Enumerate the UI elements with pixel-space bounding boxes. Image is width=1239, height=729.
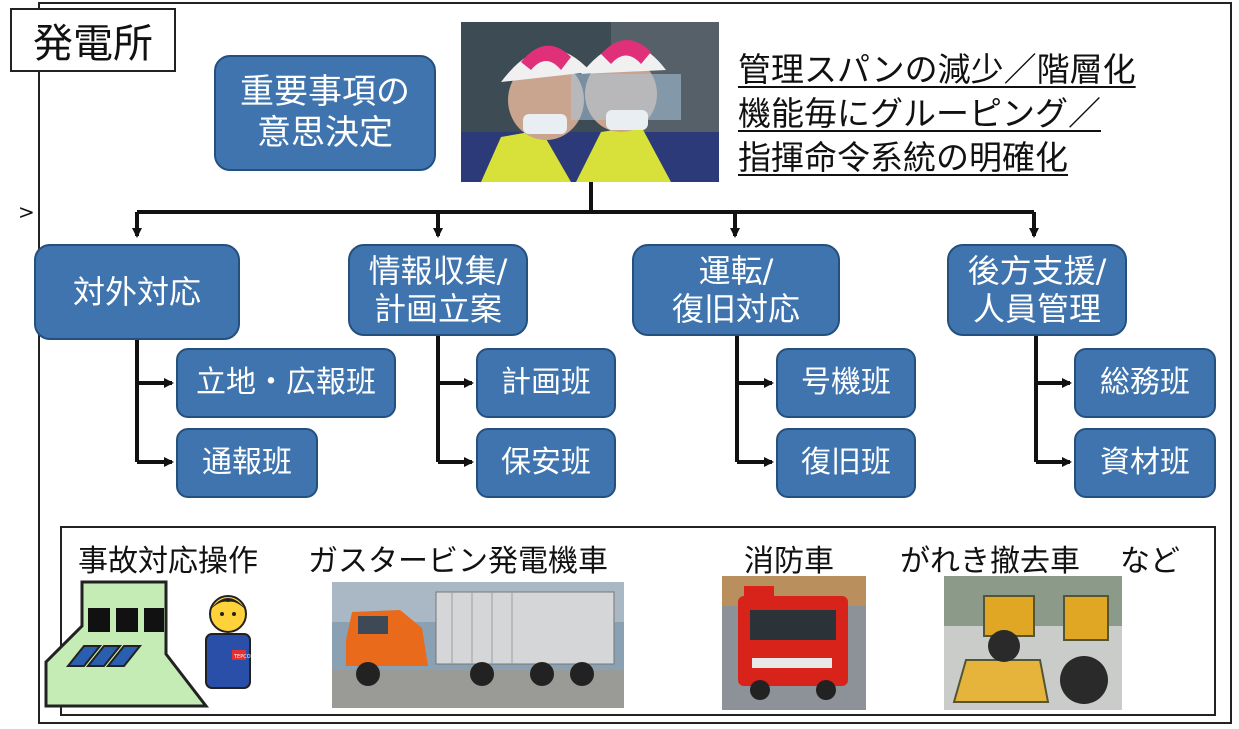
gas-turbine-truck-photo xyxy=(332,582,624,708)
equipment-label: ガスタービン発電機車 xyxy=(308,544,608,579)
team-node: 計画班 xyxy=(476,348,616,418)
group-node-info-planning: 情報収集/ 計画立案 xyxy=(348,244,528,336)
fire-truck-photo xyxy=(722,576,866,710)
control-panel-illustration: TEPCO xyxy=(44,580,251,708)
wheel-loader-photo xyxy=(944,576,1122,710)
slogan-line: 管理スパンの減少／階層化 xyxy=(738,50,1136,89)
team-node: 総務班 xyxy=(1074,348,1216,418)
decision-node: 重要事項の 意思決定 xyxy=(214,55,436,171)
group-node-external: 対外対応 xyxy=(34,244,240,340)
command-room-photo xyxy=(461,22,719,182)
slogan-line: 指揮命令系統の明確化 xyxy=(738,138,1068,177)
team-node: 資材班 xyxy=(1074,428,1216,498)
tepco-badge: TEPCO xyxy=(233,654,251,660)
group-node-operation-recovery: 運転/ 復旧対応 xyxy=(632,244,840,336)
slogan-line: 機能毎にグルーピング／ xyxy=(738,94,1101,133)
equipment-label: 消防車 xyxy=(744,544,834,579)
diagram-title: 発電所 xyxy=(10,8,176,72)
team-node: 保安班 xyxy=(476,428,616,498)
team-node: 復旧班 xyxy=(776,428,916,498)
equipment-panel xyxy=(60,526,1216,716)
equipment-label: がれき撤去車 xyxy=(900,544,1080,579)
equipment-label: 事故対応操作 xyxy=(78,544,258,579)
equipment-label: など xyxy=(1120,544,1180,579)
team-node: 号機班 xyxy=(776,348,916,418)
diagram-frame xyxy=(38,2,1232,724)
team-node: 立地・広報班 xyxy=(176,348,396,418)
pointer-mark: > xyxy=(18,200,35,224)
group-node-logistics-personnel: 後方支援/ 人員管理 xyxy=(947,244,1127,336)
policy-slogan: 管理スパンの減少／階層化 機能毎にグルーピング／ 指揮命令系統の明確化 xyxy=(738,48,1228,180)
team-node: 通報班 xyxy=(176,428,318,498)
